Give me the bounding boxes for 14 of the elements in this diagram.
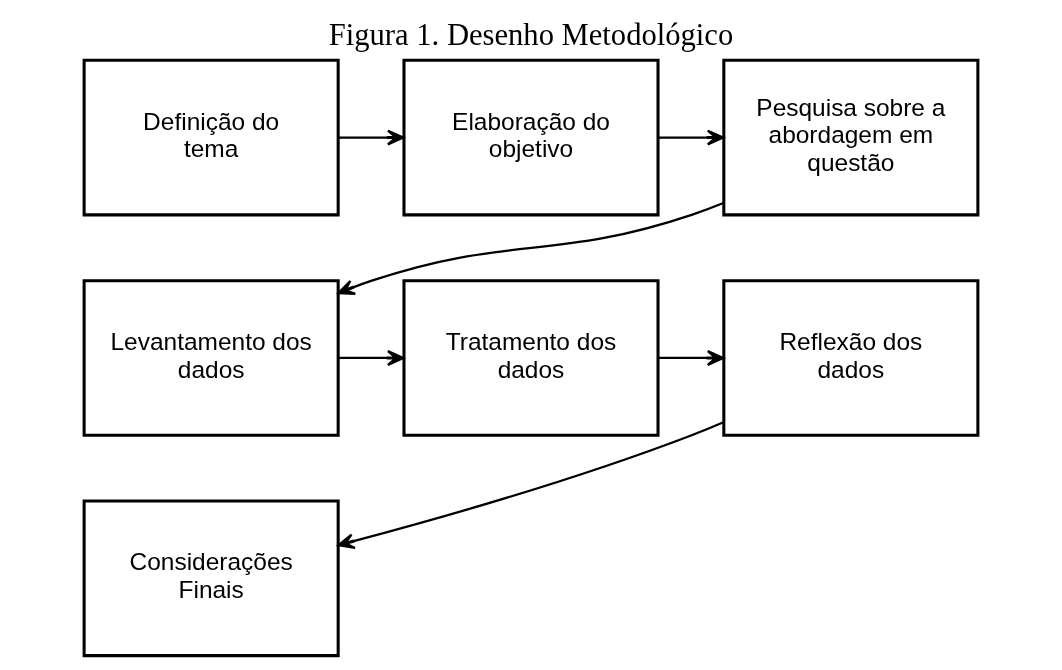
node-box: Pesquisa sobre a abordagem em questão bbox=[722, 58, 980, 217]
node-box: Definição do tema bbox=[82, 58, 340, 217]
node-box: Reflexão dos dados bbox=[722, 279, 980, 437]
diagram-title: Figura 1. Desenho Metodológico bbox=[328, 17, 734, 52]
node-box: Considerações Finais bbox=[82, 499, 340, 658]
arrow bbox=[658, 129, 725, 146]
arrow bbox=[337, 421, 724, 550]
arrow bbox=[338, 129, 405, 146]
node-box: Elaboração do objetivo bbox=[402, 58, 660, 217]
arrow bbox=[658, 349, 725, 366]
node-box: Tratamento dos dados bbox=[402, 279, 660, 437]
node-box: Levantamento dos dados bbox=[82, 279, 340, 437]
arrow bbox=[337, 201, 724, 296]
arrow bbox=[338, 349, 405, 366]
